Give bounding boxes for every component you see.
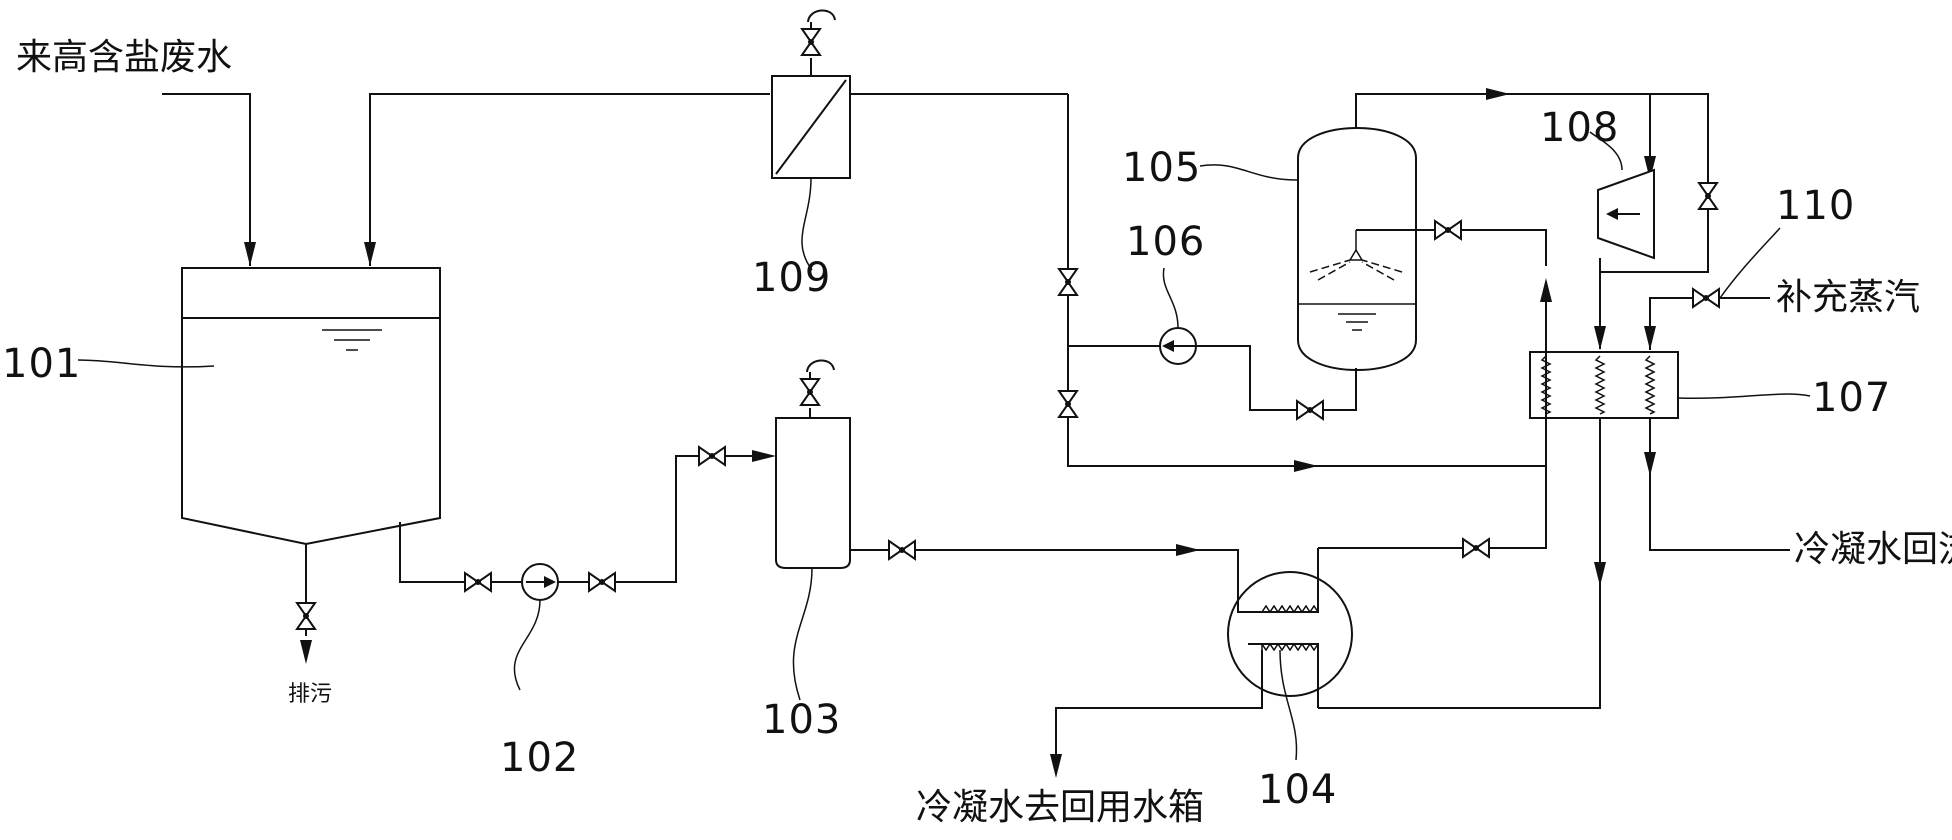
tank-103 bbox=[775, 359, 851, 569]
condensate-return-label: 冷凝水回流 bbox=[1794, 529, 1952, 570]
compressor-108 bbox=[1597, 168, 1655, 260]
label-101: 101 bbox=[2, 341, 82, 387]
leader-104 bbox=[1279, 649, 1298, 761]
tank-101 bbox=[181, 267, 441, 546]
heat-exchanger-107 bbox=[1529, 340, 1679, 432]
spray-line bbox=[1356, 220, 1547, 266]
leader-110 bbox=[1719, 227, 1781, 299]
steam-supply-line bbox=[1644, 288, 1770, 350]
leader-102 bbox=[513, 599, 541, 691]
vapor-line-107-104 bbox=[1318, 420, 1606, 709]
recycle-line bbox=[364, 93, 770, 266]
filter-109 bbox=[771, 9, 1068, 179]
label-106: 106 bbox=[1126, 219, 1206, 265]
label-105: 105 bbox=[1122, 145, 1202, 191]
label-104: 104 bbox=[1258, 767, 1338, 813]
steam-supply-label: 补充蒸汽 bbox=[1776, 277, 1921, 318]
vapor-top-line bbox=[1355, 88, 1718, 210]
line-103-104 bbox=[850, 540, 1239, 594]
inlet-label: 来高含盐废水 bbox=[16, 37, 233, 78]
label-107: 107 bbox=[1812, 375, 1892, 421]
leader-109 bbox=[801, 177, 813, 271]
leader-108 bbox=[1589, 131, 1623, 171]
label-108: 108 bbox=[1540, 105, 1620, 151]
condensate-to-tank-label: 冷凝水去回用水箱 bbox=[916, 787, 1205, 828]
pump-106 bbox=[1159, 327, 1197, 365]
label-103: 103 bbox=[762, 697, 842, 743]
evaporator-105 bbox=[1297, 127, 1417, 371]
drain-line bbox=[296, 544, 316, 664]
leader-103 bbox=[792, 567, 813, 701]
feed-line-101-103 bbox=[399, 446, 776, 592]
leader-106 bbox=[1162, 267, 1179, 329]
condensate-out-104 bbox=[1050, 650, 1263, 778]
label-110: 110 bbox=[1776, 183, 1856, 229]
label-109: 109 bbox=[752, 255, 832, 301]
label-102: 102 bbox=[500, 735, 580, 781]
heat-exchanger-104 bbox=[1227, 548, 1353, 708]
compressed-vapor-line bbox=[1594, 208, 1709, 350]
inlet-line bbox=[162, 93, 256, 266]
leader-105 bbox=[1199, 164, 1299, 181]
pump-106-loop bbox=[1068, 345, 1357, 420]
leader-107 bbox=[1677, 393, 1811, 400]
line-109-107 bbox=[1058, 94, 1546, 472]
leader-101 bbox=[77, 359, 215, 368]
drain-label: 排污 bbox=[288, 682, 333, 707]
line-104-107 bbox=[1318, 278, 1552, 558]
pump-102 bbox=[521, 563, 559, 601]
condensate-return-line bbox=[1644, 418, 1790, 551]
